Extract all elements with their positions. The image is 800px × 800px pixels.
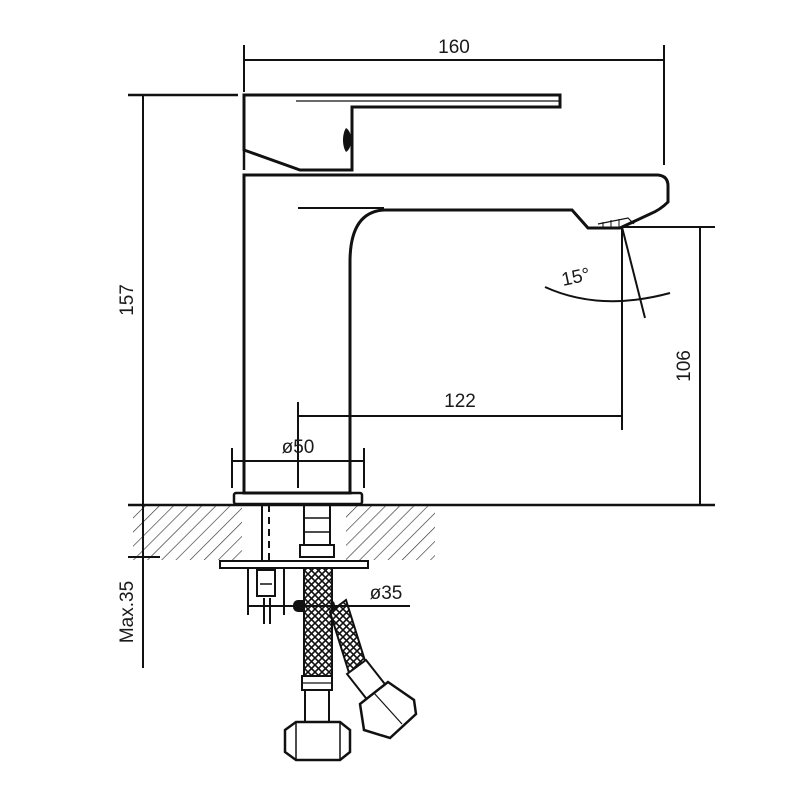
faucet-body <box>232 93 670 506</box>
dim-spout-height: 106 <box>674 350 695 382</box>
dim-max-deck-thickness: Max.35 <box>117 581 138 643</box>
dimension-lines <box>128 45 715 668</box>
dim-base-diameter: ø50 <box>282 437 315 458</box>
dim-mount-hole-diameter: ø35 <box>370 583 403 604</box>
dim-spout-angle: 15° <box>560 264 592 291</box>
dim-overall-length: 160 <box>438 37 470 58</box>
countertop <box>128 503 715 561</box>
flexible-hoses <box>283 567 418 762</box>
dim-spout-reach: 122 <box>444 391 476 412</box>
dim-overall-height: 157 <box>117 284 138 316</box>
